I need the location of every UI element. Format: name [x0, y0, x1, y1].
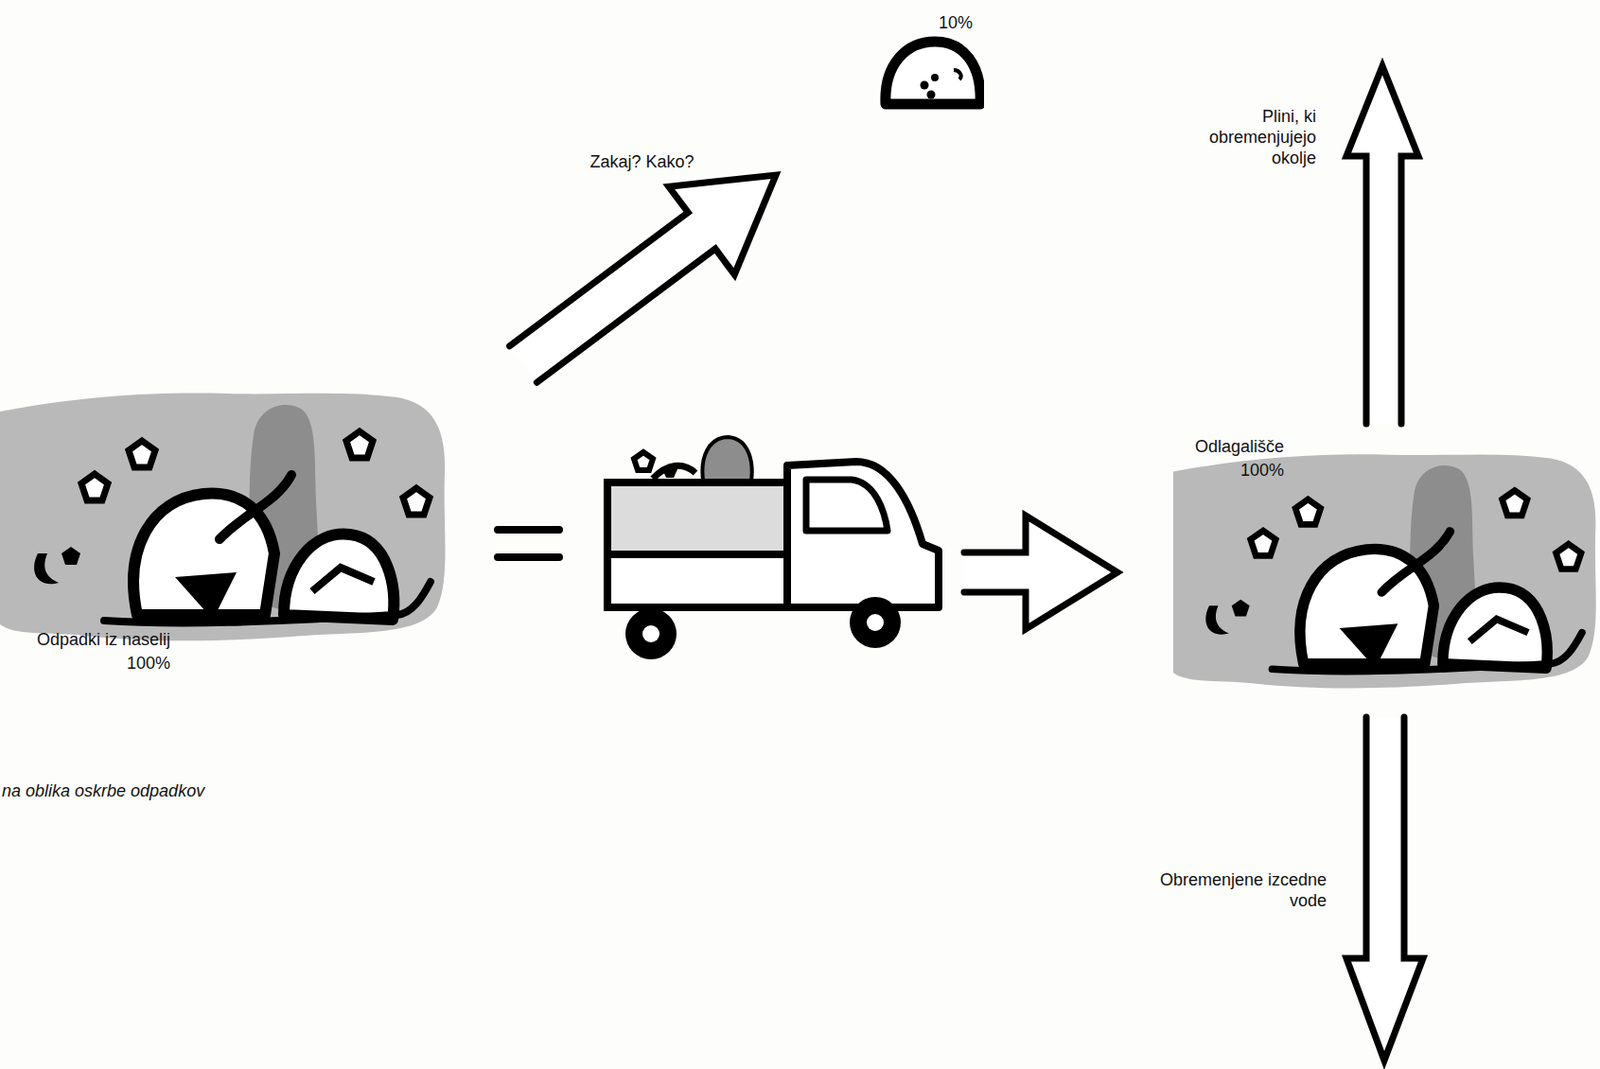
- dome-shape: [885, 41, 981, 105]
- annotation-label: Plini, ki obremenjujejo okolje: [1164, 105, 1317, 169]
- truck-load-stroke: [652, 465, 696, 479]
- node-text-group: 10%: [938, 11, 973, 36]
- truck-wheel: [625, 608, 677, 660]
- node-label: Odpadki iz naselij: [36, 628, 171, 652]
- node-text-group: Odpadki iz naselij100%: [36, 628, 171, 676]
- dome-node: 10%: [879, 35, 985, 110]
- truck-window: [806, 479, 888, 531]
- figure-caption: na oblika oskrbe odpadkov: [1, 781, 205, 802]
- truck-chassis: [607, 554, 788, 608]
- dome-outline: [879, 35, 985, 110]
- gas-arrow: [1346, 66, 1419, 424]
- dome-dot: [920, 81, 930, 90]
- flow-arrow: [497, 515, 1118, 630]
- leachate-arrow: [1346, 717, 1424, 1061]
- hollow-arrow: [964, 515, 1118, 630]
- waste-pile-node: Odlagališče100%: [1173, 430, 1600, 691]
- truck-wheel: [849, 597, 901, 649]
- annotation-label: Obremenjene izcedne vode: [1146, 869, 1327, 912]
- truck-hub: [866, 614, 884, 632]
- truck-bed: [607, 482, 788, 555]
- truck-hub: [642, 625, 660, 643]
- edge-label: Zakaj? Kako?: [590, 151, 695, 173]
- flow-arrow: [509, 175, 776, 383]
- pile-drawing: [1173, 454, 1597, 688]
- motion-dash: [497, 529, 560, 558]
- node-label: Odlagališče: [1195, 435, 1284, 459]
- node-value: 100%: [36, 651, 171, 676]
- dome-dot: [931, 73, 939, 82]
- truck-illustration: [607, 437, 939, 660]
- node-text-group: Odlagališče100%: [1195, 435, 1284, 483]
- waste-pile-node: Odpadki iz naselij100%: [0, 387, 450, 677]
- truck-load-bit: [633, 452, 653, 471]
- pile-illustration: [0, 387, 450, 644]
- pile-drawing: [0, 393, 446, 642]
- hollow-arrow: [509, 175, 776, 383]
- dome-mark: [953, 70, 962, 80]
- pile-illustration: [1173, 449, 1600, 691]
- truck-cab: [787, 461, 939, 608]
- node-label: 10%: [938, 11, 973, 36]
- node-value: 100%: [1195, 458, 1284, 483]
- dome-dot: [927, 90, 936, 100]
